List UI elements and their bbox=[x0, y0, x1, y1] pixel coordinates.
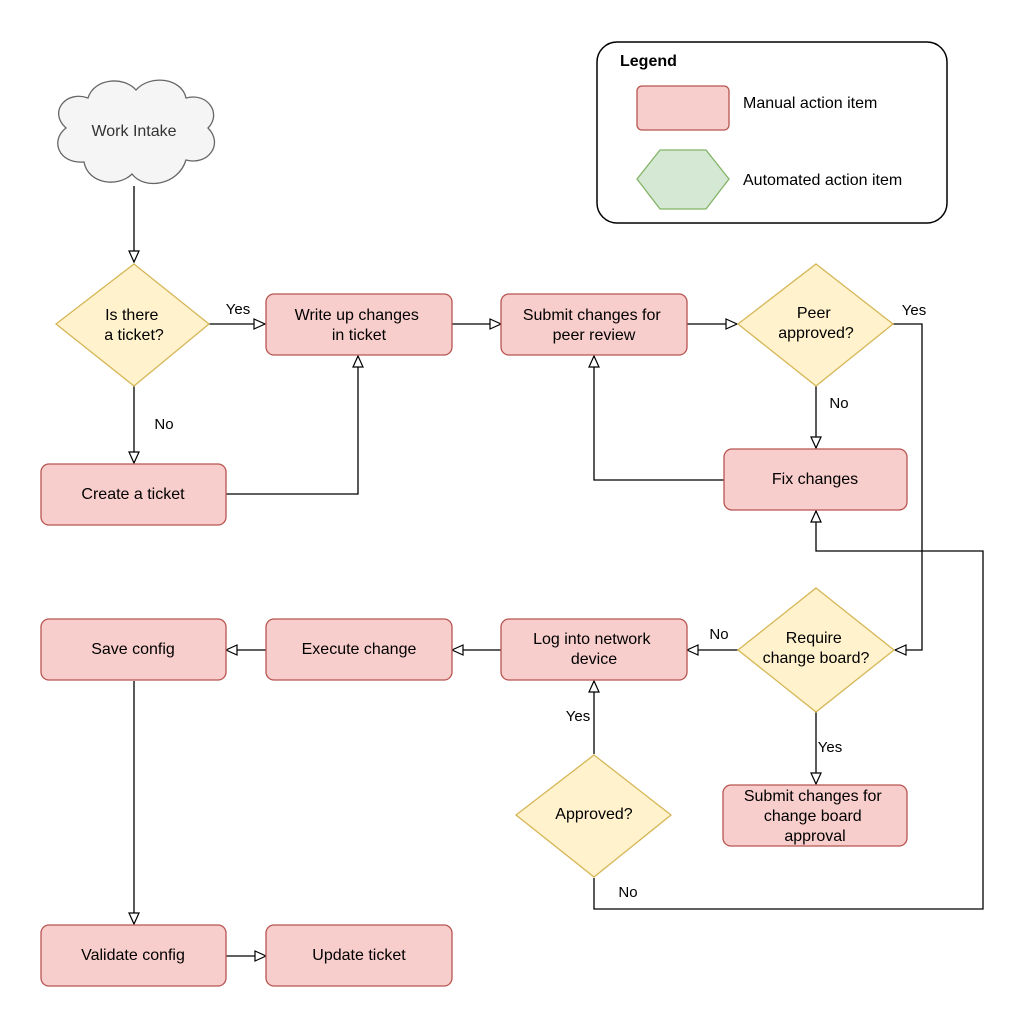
is-there-a-ticket-line-2: a ticket? bbox=[104, 327, 164, 344]
edge-label-approved-yes: Yes bbox=[566, 708, 590, 725]
work-intake-cloud: Work Intake bbox=[57, 79, 215, 185]
edge-label-ticket-yes: Yes bbox=[226, 301, 250, 318]
require-change-board-decision: Require change board? bbox=[736, 587, 896, 713]
is-there-a-ticket-label: Is there a ticket? bbox=[104, 307, 164, 344]
save-config-box: Save config bbox=[40, 618, 227, 681]
submit-change-board-line-1: Submit changes for bbox=[744, 788, 883, 805]
fix-changes-box: Fix changes bbox=[723, 448, 908, 511]
peer-approved-decision: Peer approved? bbox=[736, 263, 895, 387]
decision-shape bbox=[514, 754, 673, 878]
create-ticket-label: Create a ticket bbox=[81, 486, 185, 503]
decision-shape bbox=[736, 263, 895, 387]
edge-labels: Yes No Yes No No Yes Yes No bbox=[154, 301, 926, 901]
write-up-changes-line-2: in ticket bbox=[332, 327, 387, 344]
legend-manual-swatch bbox=[636, 85, 730, 131]
submit-change-board-line-3: approval bbox=[784, 828, 845, 845]
edge-fix-to-submit-peer bbox=[588, 354, 724, 481]
execute-change-box: Execute change bbox=[265, 618, 453, 681]
require-change-board-line-1: Require bbox=[786, 630, 842, 647]
write-up-changes-box: Write up changes in ticket bbox=[265, 293, 453, 356]
write-up-changes-label: Write up changes in ticket bbox=[295, 307, 424, 344]
manual-action-shape bbox=[265, 618, 453, 681]
log-into-device-line-2: device bbox=[571, 651, 617, 668]
update-ticket-label: Update ticket bbox=[312, 947, 406, 964]
is-there-a-ticket-decision: Is there a ticket? bbox=[54, 263, 211, 387]
require-change-board-label: Require change board? bbox=[763, 630, 870, 667]
peer-approved-line-1: Peer bbox=[797, 305, 831, 322]
submit-peer-review-label: Submit changes for peer review bbox=[523, 307, 665, 344]
edge-create-to-write-up bbox=[226, 354, 364, 495]
legend-manual-label: Manual action item bbox=[743, 95, 877, 112]
legend-title: Legend bbox=[620, 53, 677, 70]
decision-shape bbox=[736, 587, 896, 713]
validate-config-label: Validate config bbox=[81, 947, 185, 964]
legend-automated-swatch bbox=[636, 149, 730, 210]
manual-action-shape bbox=[723, 448, 908, 511]
manual-action-shape bbox=[265, 293, 453, 356]
legend: Legend Manual action item Automated acti… bbox=[596, 41, 948, 224]
fix-changes-label: Fix changes bbox=[772, 471, 858, 488]
work-intake-label: Work Intake bbox=[91, 123, 176, 140]
submit-change-board-box: Submit changes for change board approval bbox=[722, 784, 908, 847]
submit-peer-review-line-2: peer review bbox=[553, 327, 636, 344]
cloud-shape bbox=[57, 79, 215, 185]
edge-label-board-no: No bbox=[709, 626, 728, 643]
edge-approved-no-to-fix bbox=[593, 509, 984, 910]
log-into-device-line-1: Log into network bbox=[533, 631, 651, 648]
submit-peer-review-line-1: Submit changes for bbox=[523, 307, 662, 324]
approved-decision: Approved? bbox=[514, 754, 673, 878]
edge-peer-yes-to-require-board bbox=[893, 323, 923, 656]
manual-action-shape bbox=[40, 618, 227, 681]
log-into-device-label: Log into network device bbox=[533, 631, 655, 668]
execute-change-label: Execute change bbox=[302, 641, 417, 658]
submit-peer-review-box: Submit changes for peer review bbox=[500, 293, 688, 356]
manual-action-shape bbox=[500, 293, 688, 356]
manual-action-shape bbox=[265, 924, 453, 987]
manual-action-shape bbox=[722, 784, 908, 847]
is-there-a-ticket-line-1: Is there bbox=[105, 307, 158, 324]
create-ticket-box: Create a ticket bbox=[40, 463, 227, 526]
manual-action-shape bbox=[500, 618, 688, 681]
update-ticket-box: Update ticket bbox=[265, 924, 453, 987]
require-change-board-line-2: change board? bbox=[763, 650, 870, 667]
edge-label-peer-no: No bbox=[829, 395, 848, 412]
manual-action-shape bbox=[40, 463, 227, 526]
edge-label-board-yes: Yes bbox=[818, 739, 842, 756]
log-into-device-box: Log into network device bbox=[500, 618, 688, 681]
write-up-changes-line-1: Write up changes bbox=[295, 307, 419, 324]
peer-approved-line-2: approved? bbox=[778, 325, 854, 342]
submit-change-board-label: Submit changes for change board approval bbox=[744, 788, 886, 845]
legend-automated-label: Automated action item bbox=[743, 172, 902, 189]
save-config-label: Save config bbox=[91, 641, 175, 658]
approved-label: Approved? bbox=[555, 806, 632, 823]
edge-label-peer-yes: Yes bbox=[902, 302, 926, 319]
peer-approved-label: Peer approved? bbox=[778, 305, 854, 342]
edge-label-ticket-no: No bbox=[154, 416, 173, 433]
manual-action-shape bbox=[40, 924, 227, 987]
validate-config-box: Validate config bbox=[40, 924, 227, 987]
submit-change-board-line-2: change board bbox=[764, 808, 862, 825]
decision-shape bbox=[54, 263, 211, 387]
edges bbox=[128, 186, 984, 962]
edge-label-approved-no: No bbox=[618, 884, 637, 901]
